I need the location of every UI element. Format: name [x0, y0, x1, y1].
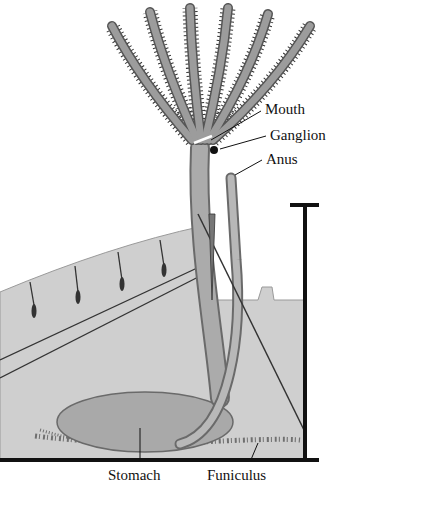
body-cavity — [0, 226, 305, 460]
part-label: Stomach — [108, 467, 161, 484]
mouth-opening — [194, 136, 212, 143]
oesophagus — [199, 148, 220, 398]
muscle-spindles — [32, 263, 167, 318]
part-label: Funiculus — [207, 467, 266, 484]
floor-line — [0, 458, 305, 462]
leader-lines — [140, 111, 266, 462]
scale-bracket — [290, 205, 319, 460]
tentacles — [112, 8, 310, 140]
intestine-outline — [180, 178, 238, 444]
oesophagus-outline — [199, 148, 220, 398]
part-label: Anus — [266, 151, 298, 168]
part-label: Mouth — [265, 101, 305, 118]
part-label: Ganglion — [270, 127, 326, 144]
intestine — [180, 178, 238, 444]
spine — [209, 214, 215, 300]
retractor-muscle — [198, 214, 304, 430]
tentacle-outline — [112, 8, 310, 140]
ganglion-dot — [210, 146, 218, 154]
parietal-muscles — [0, 240, 212, 378]
tentacle-cilia — [112, 8, 310, 140]
